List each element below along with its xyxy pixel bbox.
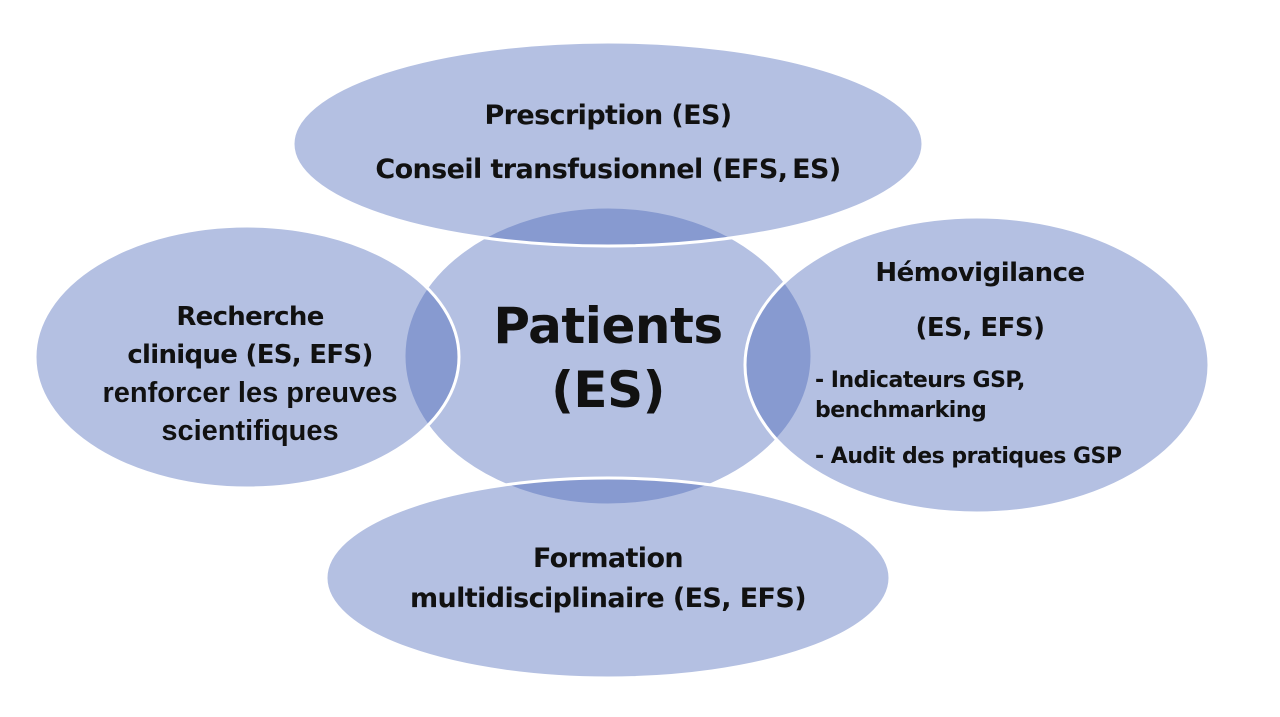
audit-item: - Audit des pratiques GSP <box>815 444 1122 469</box>
multidisciplinaire-text: multidisciplinaire (ES, EFS) <box>409 583 807 614</box>
top-node-label: Prescription (ES) Conseil transfusionnel… <box>293 97 923 205</box>
center-node-ellipse <box>402 205 814 507</box>
right-node-items: - Indicateurs GSP, benchmarking - Audit … <box>815 366 1122 472</box>
prescription-text: Prescription (ES) <box>484 100 732 131</box>
left-node-ellipse <box>33 224 461 490</box>
hemovigilance-actors-text: (ES, EFS) <box>915 313 1045 343</box>
recherche-text: Recherche <box>176 302 324 332</box>
item-spacer <box>815 426 1121 442</box>
scientifiques-text: scientifiques <box>161 415 339 447</box>
top-node-ellipse <box>291 40 925 248</box>
right-node-title: Hémovigilance (ES, EFS) <box>830 256 1130 366</box>
clinique-text: clinique (ES, EFS) <box>127 340 373 370</box>
benchmarking-item: benchmarking <box>815 398 987 423</box>
conseil-transfusionnel-text: Conseil transfusionnel (EFS, ES) <box>375 154 841 185</box>
patients-es-text: (ES) <box>551 361 665 419</box>
patients-text: Patients <box>493 297 723 355</box>
bottom-node-ellipse <box>324 476 892 680</box>
renforcer-text: renforcer les preuves <box>102 377 398 409</box>
right-node-ellipse <box>743 215 1211 515</box>
bottom-node-label: Formation multidisciplinaire (ES, EFS) <box>326 541 890 621</box>
indicateurs-item: - Indicateurs GSP, <box>815 368 1025 393</box>
formation-text: Formation <box>532 543 684 574</box>
left-node-label: Recherche clinique (ES, EFS) renforcer l… <box>70 300 430 452</box>
center-node-label: Patients (ES) <box>404 296 812 424</box>
hemovigilance-text: Hémovigilance <box>875 258 1085 288</box>
